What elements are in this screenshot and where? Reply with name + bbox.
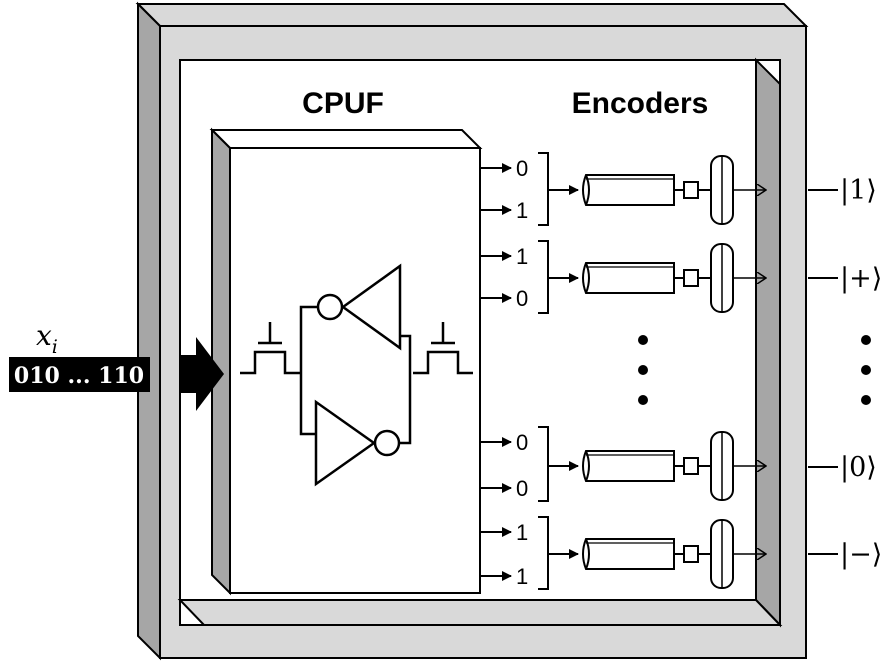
waveplate [710, 155, 734, 225]
input-bits-box [9, 357, 150, 392]
encoder-row [549, 155, 766, 225]
state-label: |−⟩ [840, 539, 882, 570]
bit-label: 1 [516, 198, 528, 223]
laser-source [582, 538, 699, 570]
bit-label: 0 [516, 476, 528, 501]
cpuf-outputs [480, 163, 512, 581]
encoder-row [549, 431, 766, 501]
state-label: |+⟩ [840, 263, 882, 294]
bit-label: 1 [516, 564, 528, 589]
encoder-rows [549, 155, 766, 589]
encoder-row [549, 519, 766, 589]
bit-label: 1 [516, 244, 528, 269]
cpuf-title: CPUF [302, 87, 384, 120]
cpuf-block [209, 127, 483, 596]
sram-cell-circuit [240, 263, 473, 487]
waveplate [710, 431, 734, 501]
encoder-row [549, 243, 766, 313]
laser-source [582, 174, 699, 206]
waveplate [710, 519, 734, 589]
state-label: |1⟩ [840, 175, 877, 206]
bit-label: 1 [516, 520, 528, 545]
bit-label: 0 [516, 286, 528, 311]
output-lines [808, 189, 838, 555]
state-labels: |1⟩ |+⟩ |0⟩ |−⟩ [840, 175, 882, 570]
bit-label: 0 [516, 156, 528, 181]
waveplate [710, 243, 734, 313]
laser-source [582, 262, 699, 294]
state-label: |0⟩ [840, 452, 877, 483]
encoders-title: Encoders [572, 87, 709, 120]
input-bits: 010 ... 110 [14, 363, 144, 389]
bit-label: 0 [516, 430, 528, 455]
input-arrow [181, 337, 224, 411]
bit-labels: 0 1 1 0 0 0 1 1 [516, 156, 528, 589]
brackets [538, 152, 549, 590]
ellipsis-dots [638, 335, 871, 405]
laser-source [582, 450, 699, 482]
input-variable: xi [36, 319, 58, 358]
